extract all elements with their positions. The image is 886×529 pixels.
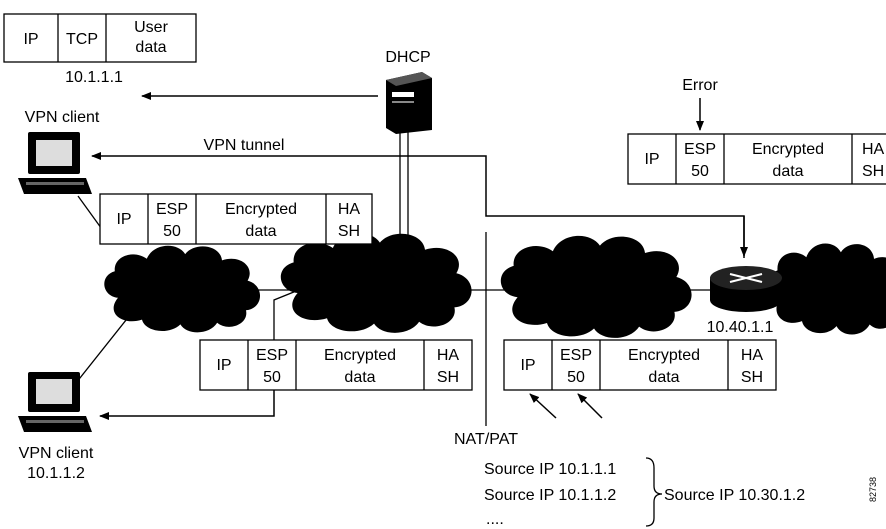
internet-ip-field: IP xyxy=(520,357,535,374)
vpn-client-bottom-label: VPN client xyxy=(19,445,94,462)
esp-packet-error: IP ESP 50 Encrypted data HA SH xyxy=(627,133,886,185)
internet-esp-line2: 50 xyxy=(567,369,585,386)
esp-hash-line1: HA xyxy=(338,201,361,218)
vpn-client-bottom-computer-icon xyxy=(18,372,92,432)
public-internet-label: Public Internet xyxy=(545,271,648,288)
isp-hash-line1: HA xyxy=(437,347,460,364)
esp-esp-line1: ESP xyxy=(156,201,188,218)
isp-enc-line2: data xyxy=(344,369,375,386)
packet-address-label: 10.1.1.1 xyxy=(65,69,123,86)
esp-ip-field: IP xyxy=(116,211,131,228)
source-ip-result: Source IP 10.30.1.2 xyxy=(664,487,805,504)
router-icon xyxy=(710,266,782,312)
source-ip-line2: Source IP 10.1.1.2 xyxy=(484,487,616,504)
internet-esp-line1: ESP xyxy=(560,347,592,364)
error-esp-line1: ESP xyxy=(684,141,716,158)
esp-field-pointer-arrow xyxy=(577,393,603,419)
error-enc-line2: data xyxy=(772,163,803,180)
internet-enc-line2: data xyxy=(648,369,679,386)
isp-backbone-label: ISP backbone xyxy=(326,271,425,288)
packet-to-bottom-client-arrow xyxy=(99,390,275,420)
vpn-client-top-computer-icon xyxy=(18,132,92,194)
error-esp-line2: 50 xyxy=(691,163,709,180)
error-hash-line1: HA xyxy=(862,141,885,158)
link-bottom-client-pstn xyxy=(71,309,135,389)
public-internet-subnet: 10.x.x.x xyxy=(568,293,623,310)
nat-pat-label: NAT/PAT xyxy=(454,431,518,448)
vpn-client-bottom-ip: 10.1.1.2 xyxy=(27,465,85,482)
error-ip-field: IP xyxy=(644,151,659,168)
packet-userdata-line1: User xyxy=(134,19,168,36)
esp-hash-line2: SH xyxy=(338,223,360,240)
esp-esp-line2: 50 xyxy=(163,223,181,240)
isp-ip-field: IP xyxy=(216,357,231,374)
isp-backbone-subnet: 10.x.x.x xyxy=(348,293,403,310)
packet-userdata-line2: data xyxy=(135,39,166,56)
router-ip-label: 10.40.1.1 xyxy=(707,319,774,336)
ip-field-pointer-arrow xyxy=(529,393,557,419)
isp-esp-line2: 50 xyxy=(263,369,281,386)
error-hash-line2: SH xyxy=(862,163,884,180)
figure-id: 82738 xyxy=(868,477,878,502)
esp-enc-line2: data xyxy=(245,223,276,240)
vpn-tunnel-label: VPN tunnel xyxy=(204,137,285,154)
esp-packet-isp: IP ESP 50 Encrypted data HA SH xyxy=(199,339,473,391)
source-ip-ellipsis: .... xyxy=(486,511,504,528)
internet-hash-line2: SH xyxy=(741,369,763,386)
vpn-client-top-label: VPN client xyxy=(25,109,100,126)
esp-enc-line1: Encrypted xyxy=(225,201,297,218)
isp-esp-line1: ESP xyxy=(256,347,288,364)
esp-packet-internet: IP ESP 50 Encrypted data HA SH xyxy=(503,339,777,391)
isp-enc-line1: Encrypted xyxy=(324,347,396,364)
esp-packet-client: IP ESP 50 Encrypted data HA SH xyxy=(99,193,373,245)
internet-enc-line1: Encrypted xyxy=(628,347,700,364)
error-enc-line1: Encrypted xyxy=(752,141,824,158)
packet-ip-tcp-userdata: IP TCP User data xyxy=(3,13,197,63)
isp-hash-line2: SH xyxy=(437,369,459,386)
source-ip-line1: Source IP 10.1.1.1 xyxy=(484,461,616,478)
error-label: Error xyxy=(682,77,718,94)
link-isp-lower-packet xyxy=(273,236,409,340)
dhcp-server-icon xyxy=(386,72,432,134)
dhcp-label: DHCP xyxy=(385,49,430,66)
pstn-label: PSTN xyxy=(161,283,204,300)
source-ip-brace xyxy=(645,457,663,527)
internet-hash-line1: HA xyxy=(741,347,764,364)
corporate-label: Corporate xyxy=(800,281,871,298)
packet-ip-field: IP xyxy=(23,31,38,48)
packet-tcp-field: TCP xyxy=(66,31,98,48)
